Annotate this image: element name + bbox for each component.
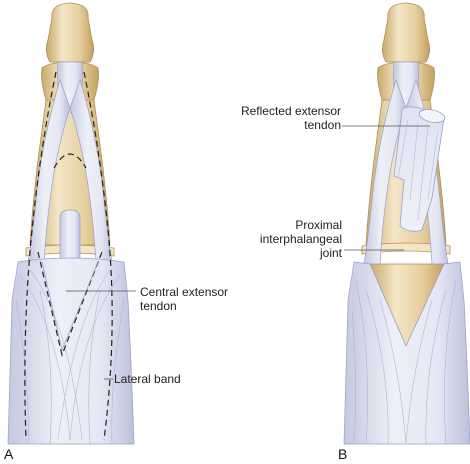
reflected-tendon-fibres-b [397,119,439,221]
reflected-tendon-flap-b [393,106,445,232]
pip-label-line2: interphalangeal [259,232,342,246]
distal-phalanx-a [46,2,94,63]
central-slip-stub-a [59,209,81,263]
pip-label-line3: joint [319,246,342,260]
hood-fibres-a [15,269,125,445]
pip-joint-label: Proximal interphalangeal joint [240,218,342,260]
incision-lines-a [24,71,113,441]
panel-a-letter: A [4,446,14,462]
hood-fibres-b [351,279,457,445]
panel-b-letter: B [338,446,348,462]
central-extensor-label-line1: Central extensor [140,285,229,299]
leader-lines [66,125,430,380]
reflected-extensor-label-line1: Reflected extensor [240,104,341,118]
reflected-extensor-tendon-label: Reflected extensor tendon [235,104,341,132]
central-extensor-tendon-label: Central extensor tendon [140,285,228,313]
reflected-extensor-label-line2: tendon [304,118,341,132]
extensor-hood-a [7,257,135,445]
panel-b-drawing [343,2,470,445]
lateral-band-label: Lateral band [114,372,181,386]
panel-a-drawing [7,2,135,445]
pip-joint-b [361,242,451,255]
reflected-tendon-end-b [418,109,446,123]
distal-phalanx-b [382,2,430,63]
pip-label-line1: Proximal [295,218,342,232]
central-extensor-label-line2: tendon [140,299,177,313]
